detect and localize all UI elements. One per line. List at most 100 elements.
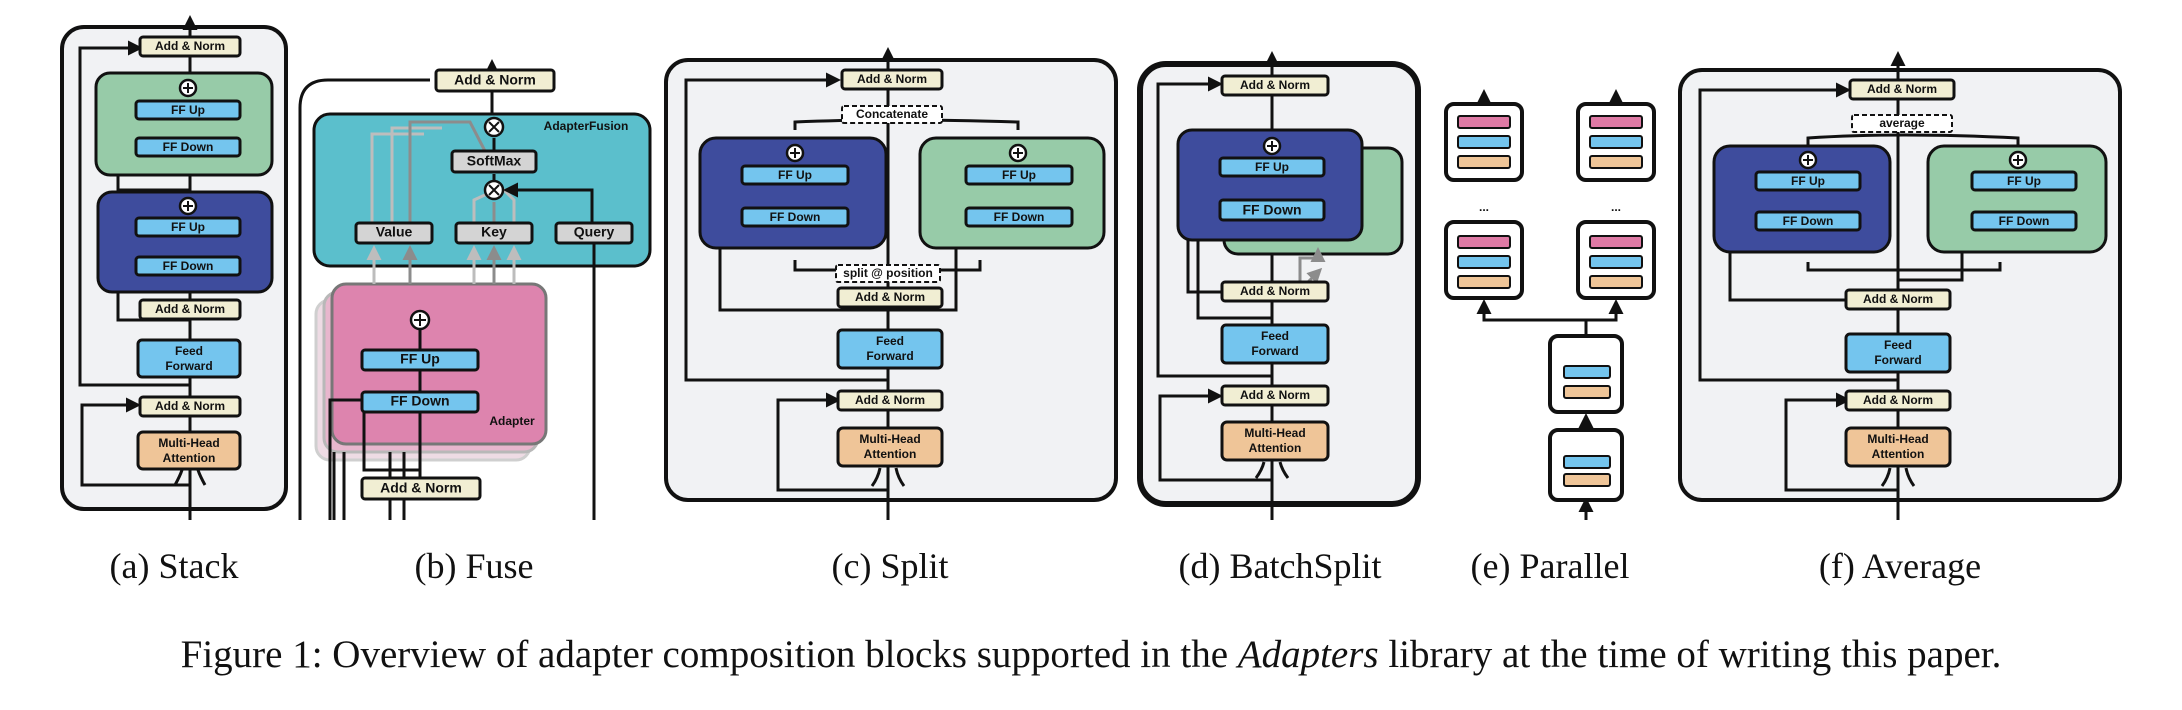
parallel-ellipsis-left: ... <box>1479 200 1489 214</box>
stack-multi-head-label: Multi-Head <box>158 436 219 450</box>
panel-average: FF Up FF Down FF Up FF Down average Add … <box>1678 51 2122 586</box>
figure-caption-suffix: library at the time of writing this pape… <box>1378 633 2002 676</box>
parallel-stripe-tan <box>1457 155 1511 169</box>
average-ff-down-2 <box>1970 210 2078 232</box>
batchsplit-attention-label: Attention <box>1249 441 1302 455</box>
parallel-stripe-tan <box>1589 275 1643 289</box>
fuse-key-label: Key <box>481 224 507 240</box>
parallel-stripe-blue <box>1457 135 1511 149</box>
batchsplit-forward-label: Forward <box>1251 344 1298 358</box>
fuse-add-norm-top-label: Add & Norm <box>454 72 536 88</box>
parallel-stripe-blue <box>1589 255 1643 269</box>
parallel-stripe-tan <box>1589 155 1643 169</box>
stack-add-norm-top <box>138 35 242 58</box>
stack-forward-label: Forward <box>165 359 212 373</box>
fuse-softmax <box>450 149 538 174</box>
stack-ff-down-1-label: FF Down <box>163 259 214 273</box>
caption-average: (f) Average <box>1819 546 1981 586</box>
stack-add-norm-top-label: Add & Norm <box>155 39 225 53</box>
split-concatenate-box <box>841 105 943 124</box>
split-ff-down-1 <box>740 206 850 228</box>
batchsplit-add-norm-top <box>1220 74 1330 97</box>
batchsplit-add-norm-bottom-label: Add & Norm <box>1240 388 1310 402</box>
parallel-stripe-pink <box>1457 115 1511 129</box>
parallel-stripe-blue <box>1457 255 1511 269</box>
batchsplit-ff-up <box>1218 156 1326 178</box>
split-add-norm-bottom-label: Add & Norm <box>855 393 925 407</box>
split-forward-label: Forward <box>866 349 913 363</box>
split-ff-down-1-label: FF Down <box>770 210 821 224</box>
split-position-box <box>835 264 941 283</box>
average-ff-up-2-label: FF Up <box>2007 174 2041 188</box>
stack-ff-up-2 <box>134 99 242 121</box>
average-ff-down-1-label: FF Down <box>1783 214 1834 228</box>
split-add-norm-bottom <box>836 389 944 412</box>
average-ff-down-2-label: FF Down <box>1999 214 2050 228</box>
parallel-stripe-pink <box>1457 235 1511 249</box>
caption-batchsplit: (d) BatchSplit <box>1179 546 1382 586</box>
caption-stack: (a) Stack <box>110 546 239 586</box>
average-add-norm-top <box>1848 78 1956 101</box>
fuse-adapterfusion-label: AdapterFusion <box>544 119 629 133</box>
average-multi-head-label: Multi-Head <box>1867 432 1928 446</box>
split-add-norm-top <box>840 68 944 91</box>
split-ff-up-2-label: FF Up <box>1002 168 1036 182</box>
stack-add-norm-mid <box>138 298 242 321</box>
batchsplit-ff-down <box>1218 198 1326 222</box>
parallel-ellipsis-right: ... <box>1611 200 1621 214</box>
average-ff-up-2 <box>1970 170 2078 192</box>
split-ff-down-2 <box>964 206 1074 228</box>
fuse-ff-down <box>360 390 480 414</box>
batchsplit-add-norm-top-label: Add & Norm <box>1240 78 1310 92</box>
fuse-ff-up-label: FF Up <box>400 351 440 367</box>
stack-ff-up-1-label: FF Up <box>171 220 205 234</box>
stack-ff-down-2 <box>134 136 242 158</box>
split-add-norm-top-label: Add & Norm <box>857 72 927 86</box>
split-ff-up-1 <box>740 164 850 186</box>
stack-ff-up-2-label: FF Up <box>171 103 205 117</box>
average-ff-up-1-label: FF Up <box>1791 174 1825 188</box>
fuse-adapter-label: Adapter <box>489 414 535 428</box>
batchsplit-add-norm-mid <box>1220 280 1330 303</box>
split-position-label: split @ position <box>843 266 933 280</box>
stack-feed-forward <box>136 338 242 379</box>
stack-ff-down-1 <box>134 255 242 277</box>
average-add-norm-mid <box>1844 288 1952 311</box>
figure-diagram: FF Up FF Down FF Up FF Down Add & Norm A… <box>60 15 2122 586</box>
batchsplit-add-norm-mid-label: Add & Norm <box>1240 284 1310 298</box>
average-attention-label: Attention <box>1872 447 1925 461</box>
average-average-box <box>1851 114 1953 133</box>
stack-add-norm-bottom <box>138 395 242 418</box>
fuse-ff-down-label: FF Down <box>390 393 449 409</box>
parallel-stripe-tan <box>1457 275 1511 289</box>
panel-stack: FF Up FF Down FF Up FF Down Add & Norm A… <box>60 15 288 586</box>
stack-add-norm-bottom-label: Add & Norm <box>155 399 225 413</box>
caption-fuse: (b) Fuse <box>415 546 534 586</box>
stack-ff-down-2-label: FF Down <box>163 140 214 154</box>
parallel-stripe-pink <box>1589 235 1643 249</box>
average-ff-up-1 <box>1754 170 1862 192</box>
fuse-add-norm-bottom-label: Add & Norm <box>380 480 462 496</box>
fuse-query-box <box>554 221 634 245</box>
parallel-stripe-blue <box>1589 135 1643 149</box>
split-attention-label: Attention <box>864 447 917 461</box>
average-add-norm-bottom <box>1844 389 1952 412</box>
stack-ff-up-1 <box>134 216 242 238</box>
fuse-ff-up <box>360 348 480 372</box>
batchsplit-ff-up-label: FF Up <box>1255 160 1289 174</box>
split-multi-head-attention <box>836 426 944 468</box>
batchsplit-add-norm-bottom <box>1220 384 1330 407</box>
stack-attention-label: Attention <box>163 451 216 465</box>
fuse-add-norm-bottom <box>360 476 482 501</box>
fuse-value-box <box>354 221 434 245</box>
stack-add-norm-mid-label: Add & Norm <box>155 302 225 316</box>
split-multi-head-label: Multi-Head <box>859 432 920 446</box>
figure-caption: Figure 1: Overview of adapter compositio… <box>0 632 2182 677</box>
parallel-stripe-blue <box>1563 455 1611 469</box>
caption-split: (c) Split <box>832 546 949 586</box>
stack-feed-label: Feed <box>175 344 203 358</box>
average-multi-head-attention <box>1844 426 1952 468</box>
fuse-query-label: Query <box>574 224 615 240</box>
split-ff-up-1-label: FF Up <box>778 168 812 182</box>
fuse-add-norm-top <box>434 68 556 93</box>
